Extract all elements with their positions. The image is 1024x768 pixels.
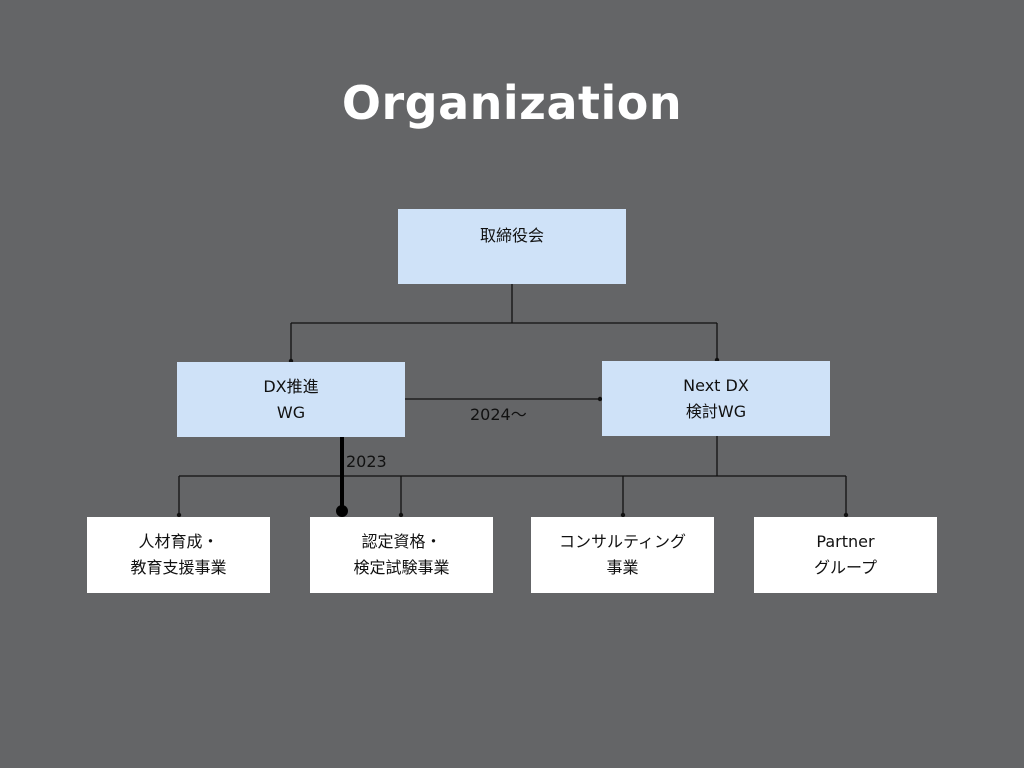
line-dx-to-nextdx-arrow (597, 396, 603, 402)
edge-label-2024: 2024〜 (470, 405, 527, 424)
node-cert: 認定資格・ 検定試験事業 (310, 517, 493, 593)
node-partner: Partner グループ (754, 517, 937, 593)
node-hr: 人材育成・ 教育支援事業 (87, 517, 270, 593)
node-dx-wg-line2: WG (276, 402, 306, 422)
node-consult-line1: コンサルティング (558, 532, 687, 551)
node-dx-wg: DX推進 WG (177, 362, 405, 437)
line-to-partner-arrow (843, 512, 849, 518)
line-to-consult-arrow (620, 512, 626, 518)
node-hr-line2: 教育支援事業 (130, 558, 227, 577)
node-consult-line2: 事業 (606, 558, 639, 577)
line-to-hr-arrow (176, 512, 182, 518)
node-consult: コンサルティング 事業 (531, 517, 714, 593)
node-board-label: 取締役会 (479, 226, 544, 245)
node-board: 取締役会 (398, 209, 626, 284)
node-hr-line1: 人材育成・ (138, 532, 219, 551)
line-dx-to-cert-2023-end (336, 505, 348, 517)
line-to-cert-arrow (398, 512, 404, 518)
node-nextdx-wg-line2: 検討WG (685, 401, 747, 421)
node-partner-line2: グループ (813, 558, 878, 577)
node-cert-line2: 検定試験事業 (353, 558, 450, 577)
node-nextdx-wg: Next DX 検討WG (602, 361, 830, 436)
node-partner-line1: Partner (816, 532, 875, 551)
page-title: Organization (341, 76, 683, 130)
node-nextdx-wg-line1: Next DX (683, 375, 749, 395)
node-dx-wg-line1: DX推進 (263, 376, 319, 396)
edge-label-2023: 2023 (346, 452, 387, 471)
node-cert-line1: 認定資格・ (361, 532, 442, 551)
